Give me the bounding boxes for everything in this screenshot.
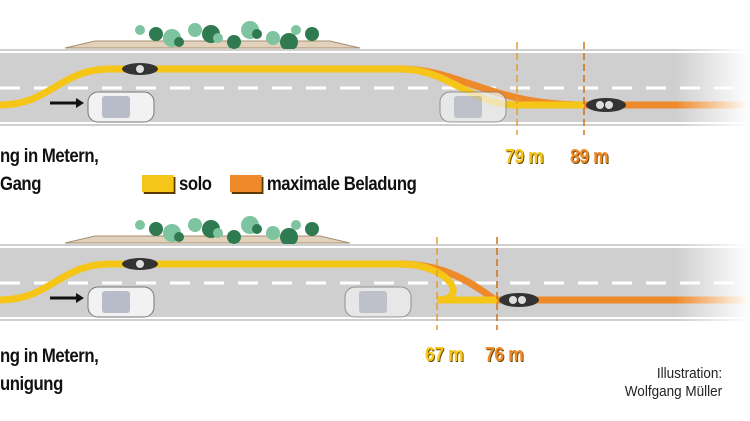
legend-swatch-solo [142, 175, 174, 192]
tree [305, 27, 319, 41]
legend-max: maximale Beladung [266, 174, 417, 195]
tree [149, 27, 163, 41]
tree [188, 23, 202, 37]
legend-solo: solo [178, 174, 212, 195]
credit-line1: Illustration: [656, 365, 722, 382]
solo-distance-top: 79 m [505, 146, 544, 168]
tree [291, 220, 301, 230]
road-scene-top [0, 21, 750, 140]
legend: solo maximale Beladung [142, 174, 417, 196]
max-distance-top: 89 m [570, 146, 609, 168]
tree [149, 222, 163, 236]
tree [252, 224, 262, 234]
tree [188, 218, 202, 232]
max-distance-bottom: 76 m [485, 344, 524, 366]
tree [135, 25, 145, 35]
panel-title-bottom-line2: unigung [0, 374, 63, 395]
tree [291, 25, 301, 35]
panel-title-top-line2: Gang [0, 174, 41, 195]
tree [305, 222, 319, 236]
illustration-credit: Illustration: Wolfgang Müller [625, 365, 722, 401]
panel-title-bottom-line1: ng in Metern, [0, 346, 99, 367]
tree [252, 29, 262, 39]
panel-title-top-line1: ng in Metern, [0, 146, 99, 167]
road-scene-bottom [0, 216, 750, 335]
credit-line2: Wolfgang Müller [624, 383, 722, 400]
solo-distance-bottom: 67 m [425, 344, 464, 366]
tree [135, 220, 145, 230]
legend-swatch-max [229, 175, 262, 192]
